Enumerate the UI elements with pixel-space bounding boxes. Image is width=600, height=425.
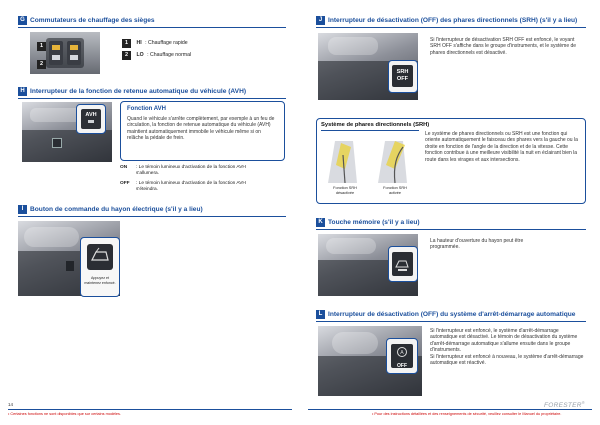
callout-2: 2 bbox=[37, 60, 46, 69]
section-g-heading: G Commutateurs de chauffage des sièges bbox=[18, 14, 155, 26]
section-j-heading: J Interrupteur de désactivation (OFF) de… bbox=[316, 14, 577, 26]
seat-heat-lo-icon bbox=[52, 55, 60, 60]
section-title: Interrupteur de la fonction de retenue a… bbox=[30, 87, 247, 95]
srh-beam-diagram bbox=[328, 141, 407, 184]
srh-off-button-closeup: SRH OFF bbox=[388, 60, 418, 93]
srh-system-box: Système de phares directionnels (SRH) Fo… bbox=[316, 118, 586, 204]
auto-stop-start-text-2: Si l'interrupteur est enfoncé à nouveau,… bbox=[430, 353, 584, 367]
srh-caption-on: Fonction SRH activée bbox=[383, 186, 407, 195]
srh-box-text: Le système de phares directionnels ou SR… bbox=[425, 131, 578, 163]
section-rule bbox=[18, 27, 286, 28]
section-rule bbox=[316, 229, 586, 230]
section-rule bbox=[18, 98, 286, 99]
memory-button-closeup bbox=[388, 246, 418, 282]
seat-heat-hi-icon bbox=[52, 45, 60, 50]
avh-button-in-photo bbox=[52, 138, 62, 148]
auto-stop-start-text: Si l'interrupteur est enfoncé, le systèm… bbox=[430, 328, 585, 366]
srh-button-line2: OFF bbox=[396, 75, 409, 82]
legend-row-hi: 1 HI : Chauffage rapide bbox=[122, 38, 191, 48]
memory-text: La hauteur d'ouverture du hayon peut êtr… bbox=[430, 238, 524, 251]
avh-state-off: OFF : Le témoin lumineux d'activation de… bbox=[120, 181, 246, 192]
section-title: Interrupteur de désactivation (OFF) du s… bbox=[328, 310, 576, 318]
avh-button-closeup: AVH bbox=[76, 104, 106, 134]
callout-1: 1 bbox=[37, 42, 46, 51]
brand-logo: FORESTER® bbox=[544, 400, 585, 409]
liftgate-button bbox=[87, 244, 113, 270]
section-h-heading: H Interrupteur de la fonction de retenue… bbox=[18, 85, 246, 97]
section-title: Touche mémoire (s'il y a lieu) bbox=[328, 218, 420, 226]
avh-states: ON : Le témoin lumineux d'activation de … bbox=[120, 165, 285, 193]
footer-note-left: • Certaines fonctions ne sont disponible… bbox=[8, 412, 121, 416]
section-rule bbox=[18, 216, 286, 217]
srh-off-text: Si l'interrupteur de désactivation SRH O… bbox=[430, 37, 577, 56]
section-i-heading: I Bouton de commande du hayon électrique… bbox=[18, 203, 203, 215]
liftgate-icon bbox=[91, 247, 109, 261]
section-title: Commutateurs de chauffage des sièges bbox=[30, 16, 155, 24]
seat-heat-hi-icon bbox=[70, 45, 78, 50]
avh-box-text: Quand le véhicule s'arrête complètement,… bbox=[127, 116, 275, 142]
section-letter: H bbox=[18, 86, 27, 96]
srh-box-title-rule bbox=[321, 130, 419, 131]
section-letter: K bbox=[316, 217, 325, 227]
auto-stop-start-dash-photo bbox=[318, 326, 422, 396]
section-title: Bouton de commande du hayon électrique (… bbox=[30, 205, 203, 213]
seat-heat-lo-icon bbox=[70, 55, 78, 60]
page-number: 14 bbox=[8, 402, 14, 407]
seat-heat-legend: 1 HI : Chauffage rapide 2 LO : Chauffage… bbox=[122, 38, 191, 60]
liftgate-button-closeup: Appuyez et maintenez enfoncé. bbox=[80, 237, 120, 297]
avh-function-box: Fonction AVH Quand le véhicule s'arrête … bbox=[120, 101, 285, 161]
section-title: Interrupteur de désactivation (OFF) des … bbox=[328, 16, 578, 24]
srh-caption-off: Fonction SRH désactivée bbox=[333, 186, 357, 195]
footer-note-right: • Pour des instructions détaillées et de… bbox=[372, 412, 562, 416]
srh-button-line1: SRH bbox=[396, 69, 409, 75]
section-rule bbox=[316, 321, 586, 322]
liftgate-button-in-photo bbox=[66, 261, 74, 271]
auto-stop-start-button-label: OFF bbox=[397, 363, 407, 369]
srh-off-button: SRH OFF bbox=[392, 65, 413, 87]
section-letter: J bbox=[316, 15, 325, 25]
footer-rule-left bbox=[8, 409, 292, 410]
avh-button-label: AVH bbox=[85, 112, 97, 118]
brand-name: FORESTER bbox=[544, 402, 582, 410]
auto-stop-start-icon: A bbox=[397, 347, 407, 357]
footer-rule-right bbox=[308, 409, 592, 410]
srh-box-title: Système de phares directionnels (SRH) bbox=[321, 122, 430, 128]
section-k-heading: K Touche mémoire (s'il y a lieu) bbox=[316, 216, 420, 228]
auto-stop-start-off-button: A OFF bbox=[391, 344, 413, 369]
liftgate-memory-icon bbox=[395, 260, 409, 271]
liftgate-inset-caption: Appuyez et maintenez enfoncé. bbox=[84, 276, 116, 285]
section-rule bbox=[316, 27, 586, 28]
avh-state-on: ON : Le témoin lumineux d'activation de … bbox=[120, 165, 246, 176]
section-letter: L bbox=[316, 309, 325, 319]
section-letter: I bbox=[18, 204, 27, 214]
section-letter: G bbox=[18, 15, 27, 25]
svg-text:A: A bbox=[400, 350, 404, 356]
auto-stop-start-button-closeup: A OFF bbox=[386, 338, 418, 374]
avh-box-title: Fonction AVH bbox=[127, 106, 166, 112]
avh-indicator-light bbox=[88, 120, 94, 123]
section-l-heading: L Interrupteur de désactivation (OFF) du… bbox=[316, 308, 575, 320]
legend-row-lo: 2 LO : Chauffage normal bbox=[122, 50, 191, 60]
auto-stop-start-text-1: Si l'interrupteur est enfoncé, le systèm… bbox=[430, 328, 578, 354]
memory-button bbox=[392, 252, 413, 276]
brand-mark: ® bbox=[581, 400, 586, 405]
